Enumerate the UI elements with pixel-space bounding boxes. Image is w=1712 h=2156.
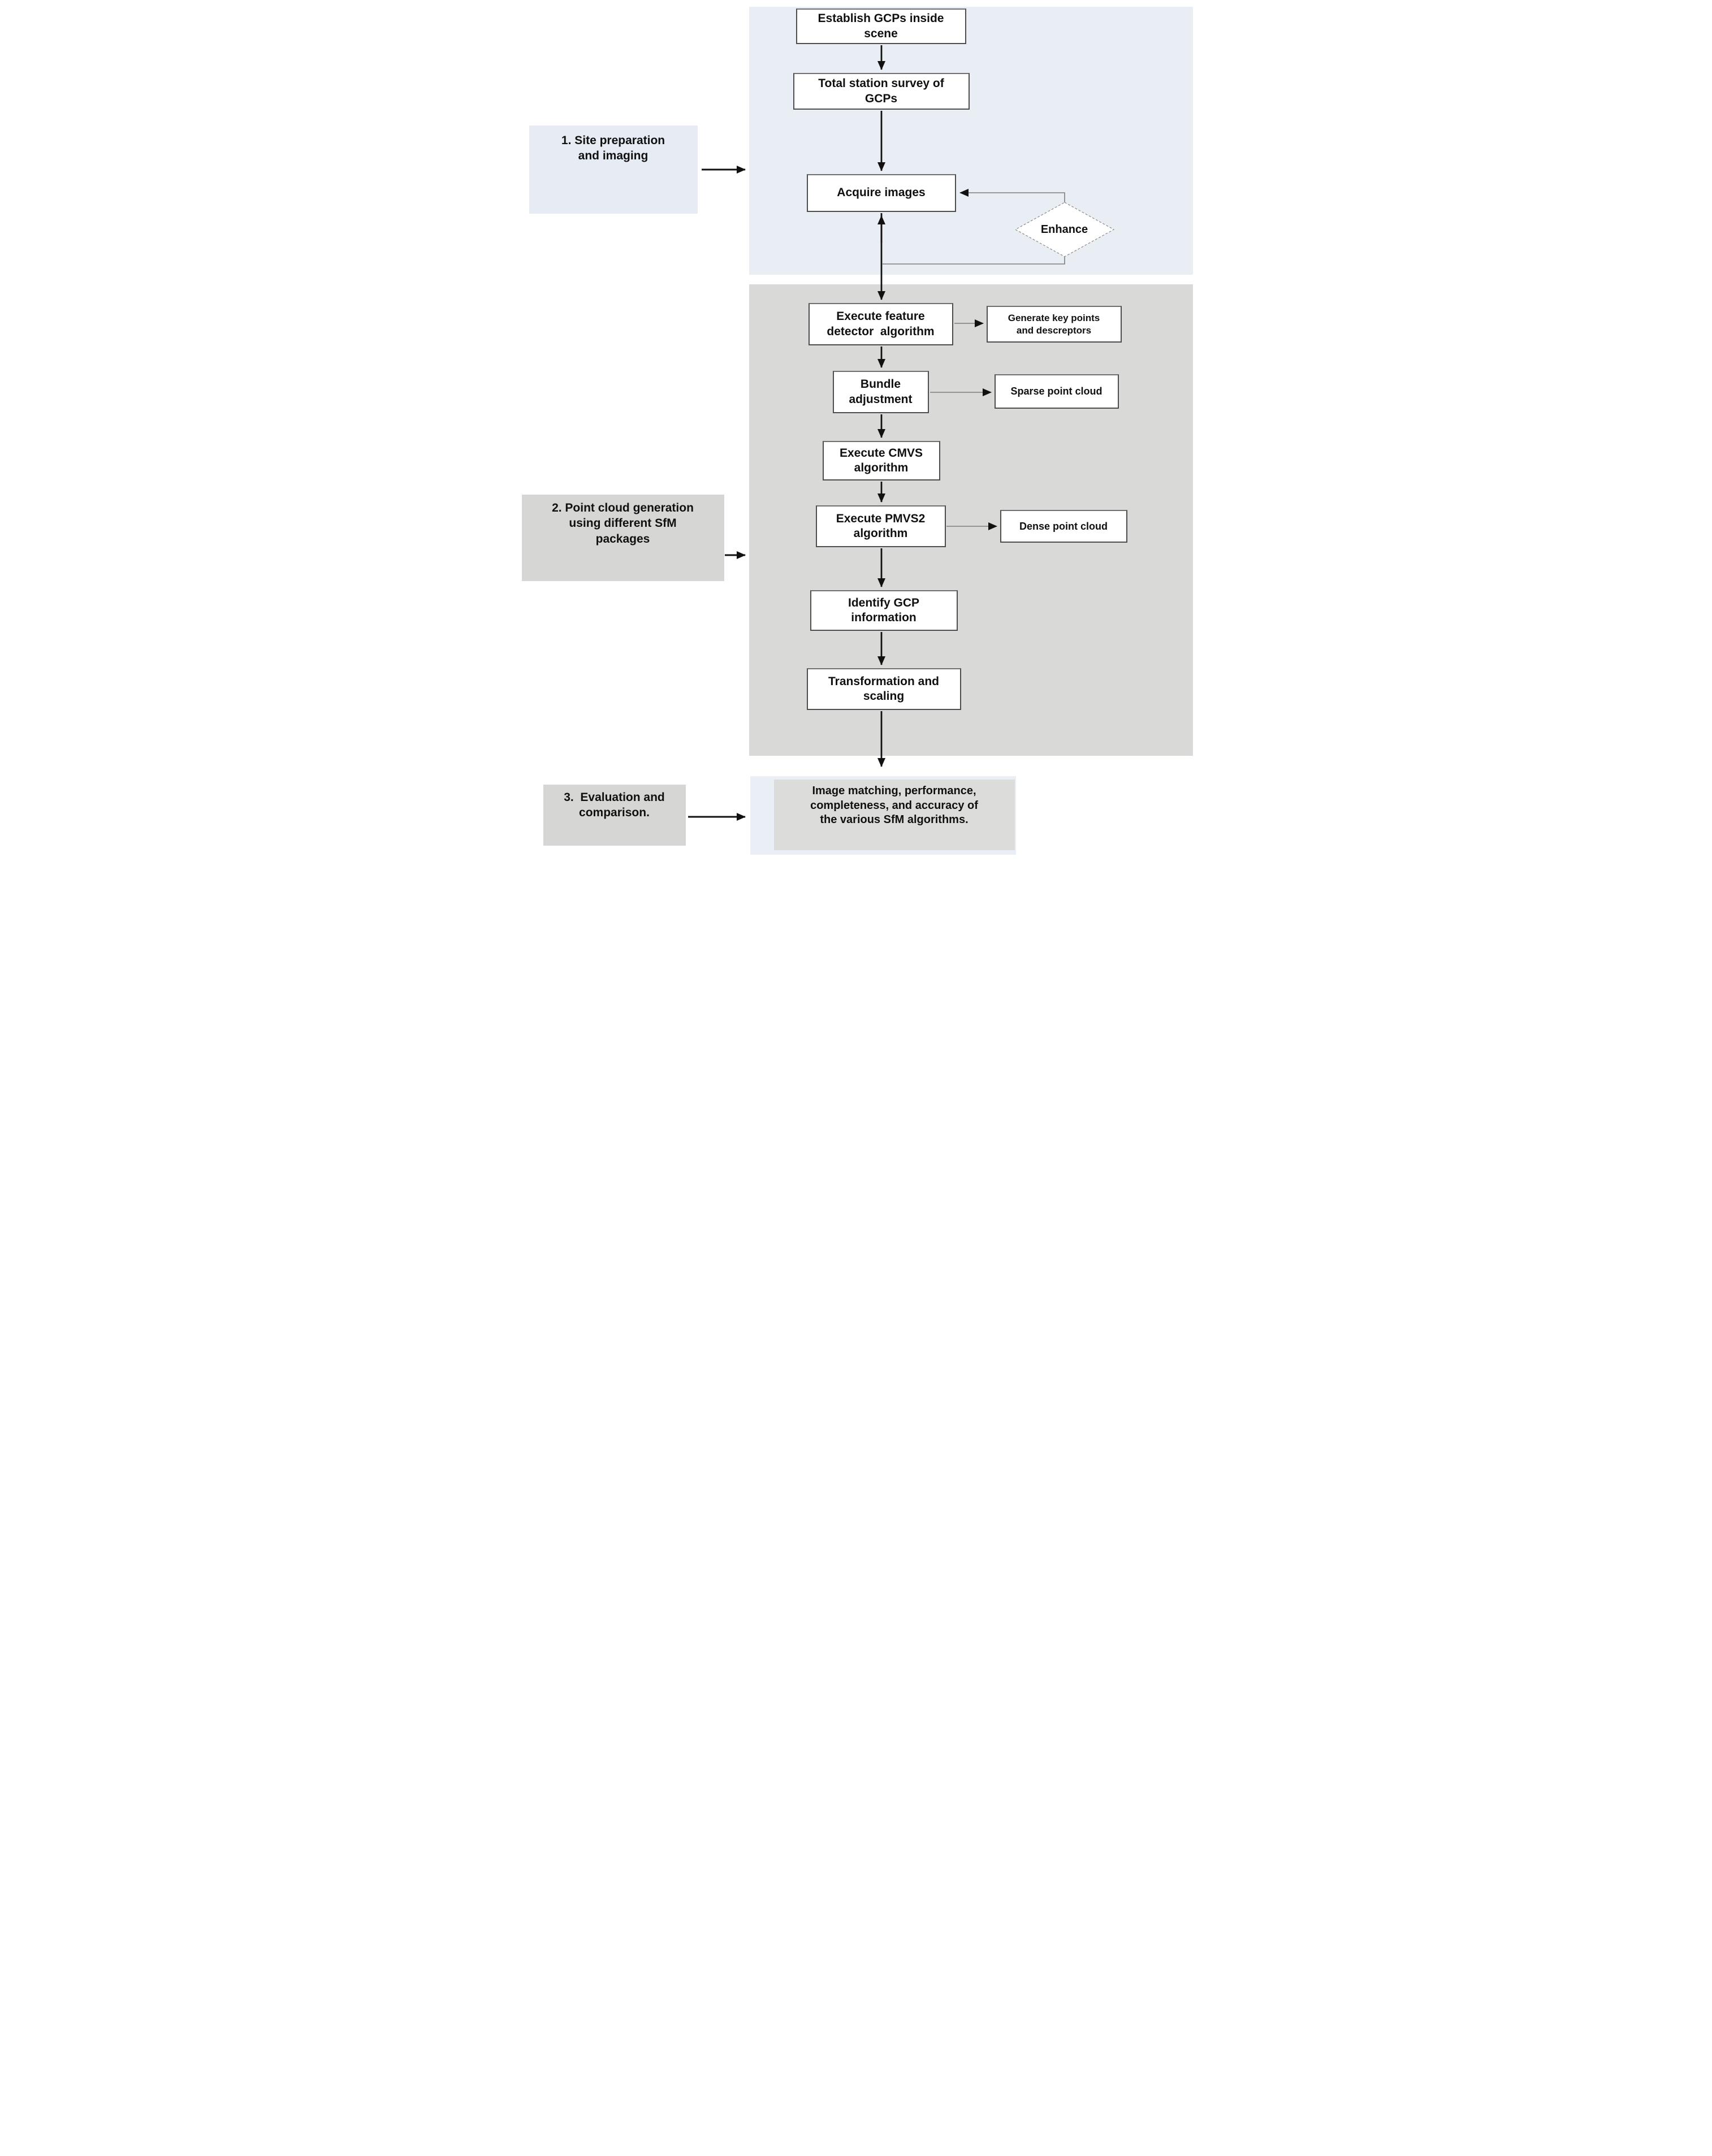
box-establish-gcps: Establish GCPs inside scene (796, 8, 966, 44)
box-bundle-adjustment: Bundle adjustment (832, 371, 929, 413)
box-generate-keypoints: Generate key points and descreptors (986, 306, 1122, 343)
box-execute-feature-detector: Execute feature detector algorithm (808, 303, 953, 345)
box-execute-pmvs2: Execute PMVS2 algorithm (815, 505, 946, 547)
stage1-panel (749, 7, 1193, 275)
stage-label-1-text: 1. Site preparation and imaging (561, 134, 665, 163)
box-evaluation-result: Image matching, performance, completenes… (773, 780, 1015, 850)
box-dense-point-cloud: Dense point cloud (1000, 510, 1127, 543)
stage-label-2-text: 2. Point cloud generation using differen… (552, 501, 694, 546)
flowchart: 1. Site preparation and imaging 2. Point… (513, 0, 1199, 863)
stage-label-3-text: 3. Evaluation and comparison. (564, 791, 665, 820)
decision-enhance: Enhance (1040, 223, 1088, 236)
box-acquire-images: Acquire images (806, 174, 956, 212)
stage-label-point-cloud-generation: 2. Point cloud generation using differen… (521, 495, 724, 581)
stage-label-site-preparation: 1. Site preparation and imaging (529, 125, 698, 214)
box-total-station-survey: Total station survey of GCPs (793, 73, 970, 110)
box-identify-gcp: Identify GCP information (810, 590, 958, 631)
box-transformation-scaling: Transformation and scaling (806, 668, 961, 710)
box-execute-cmvs: Execute CMVS algorithm (822, 441, 940, 480)
box-sparse-point-cloud: Sparse point cloud (994, 374, 1119, 409)
stage-label-evaluation-comparison: 3. Evaluation and comparison. (543, 785, 686, 846)
